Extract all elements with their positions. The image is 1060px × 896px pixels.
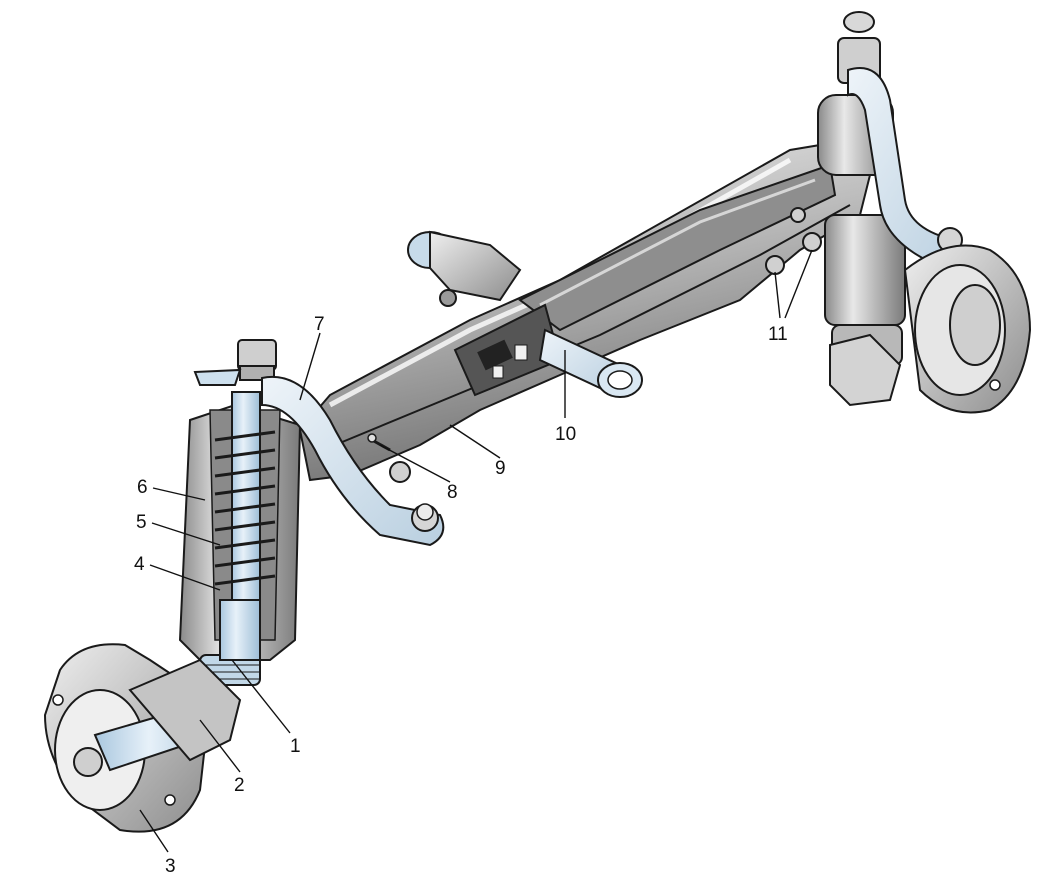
leader-7 (299, 332, 321, 401)
callout-5: 5 (136, 512, 147, 533)
callout-8: 8 (447, 482, 458, 503)
callout-7: 7 (314, 314, 325, 335)
callout-3: 3 (165, 856, 176, 877)
mounting-tube (538, 328, 643, 398)
right-wheel-hub (903, 244, 1032, 414)
left-steering-arm (261, 375, 445, 547)
callout-6: 6 (137, 477, 148, 498)
leader-4 (149, 564, 221, 591)
leader-5 (151, 522, 221, 546)
leader-3 (139, 809, 169, 853)
callout-2: 2 (234, 775, 245, 796)
callout-10: 10 (555, 424, 576, 445)
leader-2 (199, 719, 241, 773)
bolts (765, 207, 822, 275)
leader-lines (139, 249, 813, 853)
callout-labels: 1 2 3 4 5 6 7 8 9 10 11 (134, 314, 788, 877)
callout-11: 11 (768, 324, 788, 345)
leader-11 (774, 249, 813, 319)
rear-bracket (407, 230, 522, 307)
leader-6 (152, 487, 206, 501)
leader-1 (231, 659, 291, 734)
leader-8 (379, 444, 451, 483)
spring (214, 430, 276, 586)
left-wheel-hub (43, 643, 242, 833)
callout-4: 4 (134, 554, 145, 575)
callout-1: 1 (290, 736, 301, 757)
callout-9: 9 (495, 458, 506, 479)
axle-beam (298, 138, 872, 482)
leader-9 (449, 424, 501, 459)
left-suspension-strut (178, 339, 302, 686)
